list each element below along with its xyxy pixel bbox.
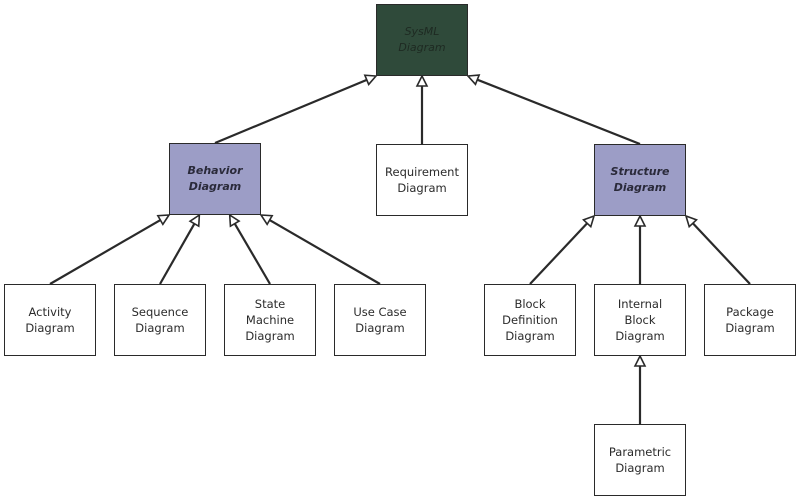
node-behavior-diagram[interactable]: Behavior Diagram <box>169 143 261 215</box>
node-label: Parametric Diagram <box>608 445 672 475</box>
edge-line <box>529 222 588 285</box>
edge-requirement-to-sysml <box>415 74 429 144</box>
node-activity-diagram[interactable]: Activity Diagram <box>4 284 96 356</box>
generalization-arrowhead-icon <box>466 74 481 86</box>
edge-activity-to-behavior <box>49 214 171 285</box>
generalization-arrowhead-icon <box>633 214 647 227</box>
node-internal-block-diagram[interactable]: Internal Block Diagram <box>594 284 686 356</box>
generalization-arrowhead-icon <box>633 354 647 367</box>
edge-line <box>49 219 161 285</box>
node-label: Internal Block Diagram <box>615 297 665 343</box>
edge-line <box>692 222 751 285</box>
generalization-arrowhead-icon <box>363 74 378 86</box>
node-label: Activity Diagram <box>25 305 75 335</box>
node-requirement-diagram[interactable]: Requirement Diagram <box>376 144 468 216</box>
edge-use_case-to-behavior <box>259 214 381 285</box>
node-label: Block Definition Diagram <box>502 297 558 343</box>
node-label: SysML Diagram <box>398 25 446 54</box>
node-label: Use Case Diagram <box>353 305 407 335</box>
edge-line <box>269 219 381 285</box>
node-package-diagram[interactable]: Package Diagram <box>704 284 796 356</box>
node-label: Requirement Diagram <box>385 165 459 195</box>
generalization-arrowhead-icon <box>188 213 201 228</box>
node-label: Behavior Diagram <box>187 164 243 193</box>
edge-package-to-structure <box>684 214 751 285</box>
generalization-arrowhead-icon <box>415 74 429 87</box>
generalization-arrowhead-icon <box>156 214 171 226</box>
generalization-arrowhead-icon <box>582 214 596 229</box>
edge-structure-to-sysml <box>466 74 641 146</box>
node-parametric-diagram[interactable]: Parametric Diagram <box>594 424 686 496</box>
edge-sequence-to-behavior <box>159 213 201 285</box>
node-label: State Machine Diagram <box>245 297 295 343</box>
edge-internal_block-to-structure <box>633 214 647 284</box>
node-block-definition-diagram[interactable]: Block Definition Diagram <box>484 284 576 356</box>
edge-line <box>159 223 196 285</box>
edge-block_definition-to-structure <box>529 214 596 285</box>
node-label: Package Diagram <box>725 305 775 335</box>
node-label: Structure Diagram <box>610 165 670 194</box>
generalization-arrowhead-icon <box>684 214 698 229</box>
edge-parametric-to-internal_block <box>633 354 647 424</box>
node-sequence-diagram[interactable]: Sequence Diagram <box>114 284 206 356</box>
generalization-arrowhead-icon <box>228 213 241 228</box>
generalization-arrowhead-icon <box>259 214 274 226</box>
edge-state_machine-to-behavior <box>228 213 271 285</box>
node-state-machine-diagram[interactable]: State Machine Diagram <box>224 284 316 356</box>
edge-line <box>233 223 271 285</box>
node-label: Sequence Diagram <box>131 305 189 335</box>
edge-line <box>214 78 368 145</box>
node-structure-diagram[interactable]: Structure Diagram <box>594 144 686 216</box>
node-sysml-diagram[interactable]: SysML Diagram <box>376 4 468 76</box>
node-use-case-diagram[interactable]: Use Case Diagram <box>334 284 426 356</box>
edge-line <box>476 78 641 146</box>
edge-behavior-to-sysml <box>214 74 378 145</box>
